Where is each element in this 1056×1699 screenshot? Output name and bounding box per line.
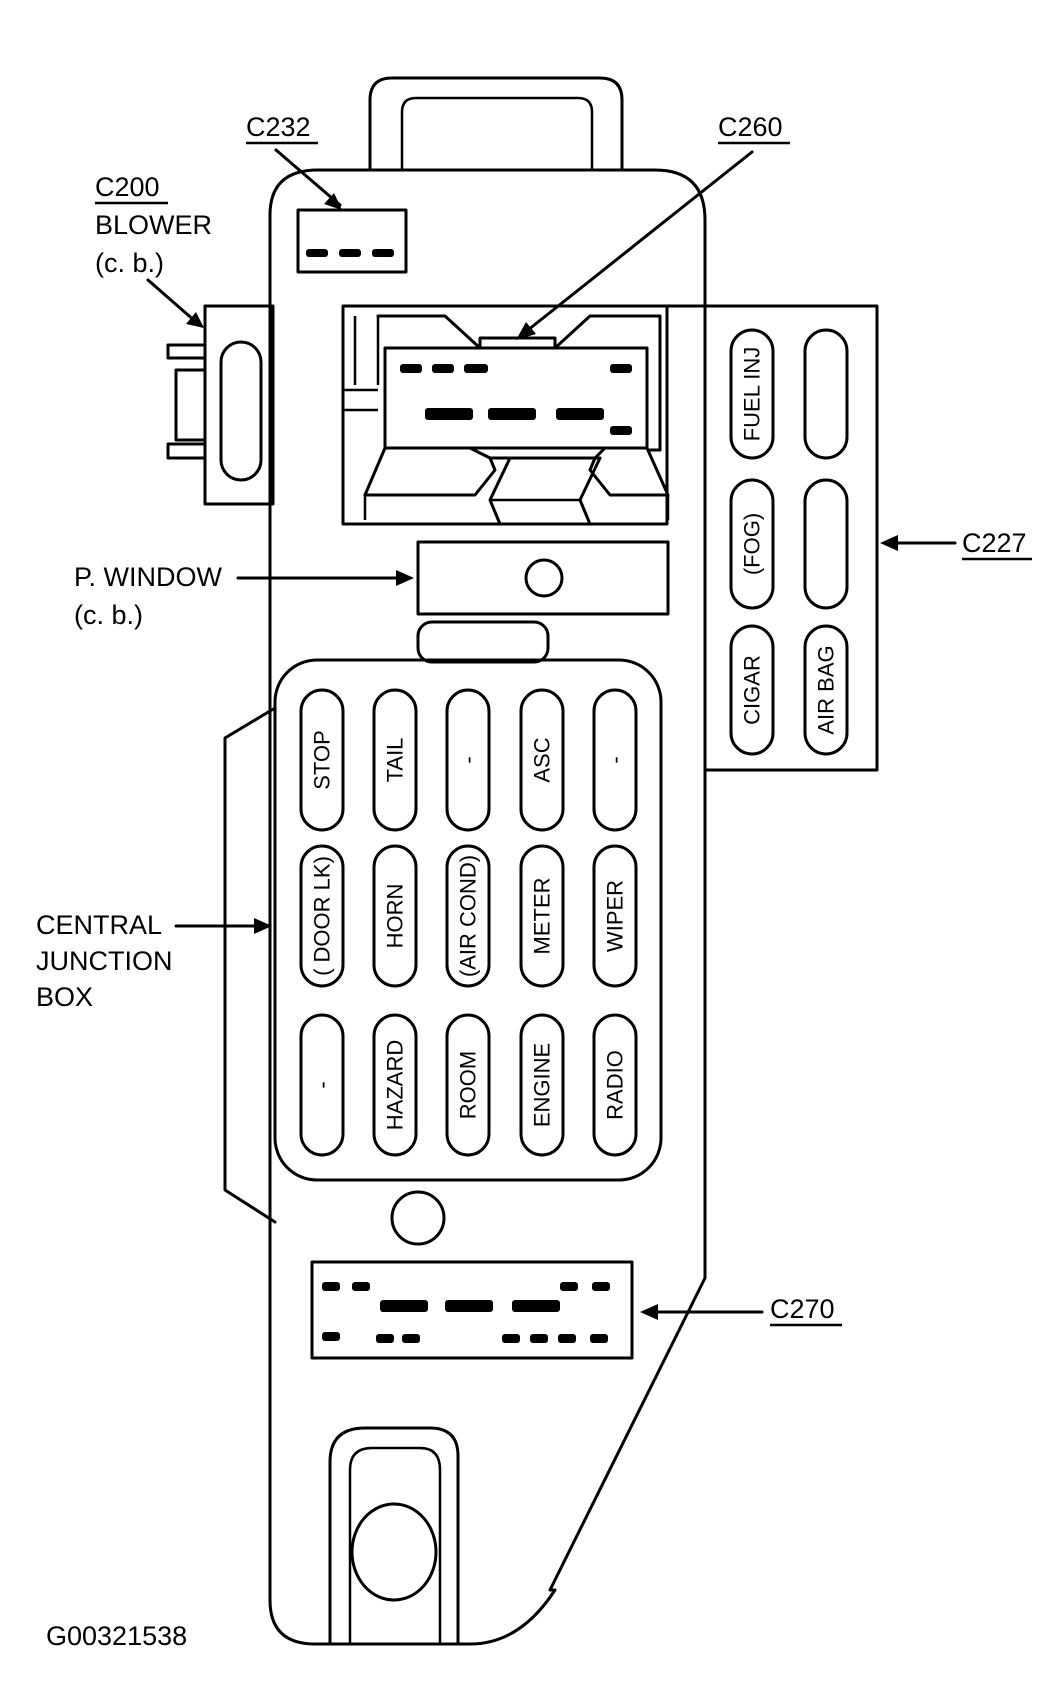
main-fuse-12-label: HAZARD [383, 1040, 408, 1130]
main-fuse-10: WIPER [592, 844, 638, 988]
side-fuse-5-label: CIGAR [740, 655, 765, 725]
main-fuse-15: RADIO [592, 1013, 638, 1157]
c270-connector [310, 1260, 634, 1360]
side-fuse-5: CIGAR [729, 624, 775, 756]
c260-relay-block [341, 304, 670, 526]
main-fuse-15-label: RADIO [603, 1050, 628, 1120]
bottom-mounting-tab [328, 1426, 460, 1646]
label-p-window-cb: (c. b.) [74, 600, 143, 630]
main-fuse-2-label: TAIL [383, 738, 408, 783]
figure-id: G00321538 [46, 1621, 187, 1651]
side-fuse-1: FUEL INJ [729, 328, 775, 460]
top-mounting-tab [368, 76, 624, 172]
central-fuse-panel: STOP TAIL - ASC - ( DOOR LK) HORN (AIR COND) MET… [223, 620, 663, 1224]
label-blower-cb: (c. b.) [95, 248, 164, 278]
callout-c270: C270 [640, 1294, 842, 1327]
main-fuse-14: ENGINE [519, 1013, 565, 1157]
label-central: CENTRAL [36, 910, 162, 940]
side-fuse-6: AIR BAG [803, 624, 849, 756]
main-fuse-5: - [592, 688, 638, 832]
label-c232: C232 [246, 112, 311, 142]
main-fuse-3: - [445, 688, 491, 832]
mounting-hole-middle [390, 1190, 446, 1246]
c232-connector [296, 208, 408, 274]
callout-c260: C260 [516, 112, 790, 340]
side-fuse-3-label: (FOG) [740, 513, 765, 575]
callout-c232: C232 [246, 112, 342, 210]
main-fuse-4-label: ASC [530, 737, 555, 782]
main-fuse-1: STOP [299, 688, 345, 832]
callout-central-junction-box: CENTRAL JUNCTION BOX [36, 910, 272, 1012]
main-fuse-10-label: WIPER [603, 880, 628, 952]
c200-blower-circuit-breaker [166, 304, 275, 506]
main-fuse-2: TAIL [372, 688, 418, 832]
main-fuse-13: ROOM [445, 1013, 491, 1157]
label-box: BOX [36, 982, 93, 1012]
main-fuse-12: HAZARD [372, 1013, 418, 1157]
side-fuse-3: (FOG) [729, 478, 775, 610]
callout-c227: C227 [880, 528, 1032, 561]
main-fuse-9-label: METER [530, 878, 555, 955]
main-fuse-11-label: - [310, 1081, 335, 1088]
side-fuse-2 [803, 328, 849, 460]
label-c200: C200 [95, 172, 160, 202]
main-fuse-3-label: - [456, 756, 481, 763]
main-fuse-11: - [299, 1013, 345, 1157]
callout-p-window: P. WINDOW (c. b.) [74, 562, 414, 630]
main-fuse-8-label: (AIR COND) [456, 855, 481, 977]
mounting-hole-bottom [350, 1502, 438, 1602]
main-fuse-1-label: STOP [310, 730, 335, 790]
main-fuse-7: HORN [372, 844, 418, 988]
p-window-circuit-breaker [416, 540, 670, 616]
main-fuse-13-label: ROOM [456, 1051, 481, 1119]
main-fuse-4: ASC [519, 688, 565, 832]
label-p-window: P. WINDOW [74, 562, 223, 592]
callout-c200-blower: C200 BLOWER (c. b.) [95, 172, 212, 328]
label-c260: C260 [718, 112, 783, 142]
label-blower: BLOWER [95, 210, 212, 240]
side-fuse-4 [803, 478, 849, 610]
c227-side-fuse-panel: FUEL INJ (FOG) CIGAR AIR BAG [665, 304, 879, 772]
side-fuse-6-label: AIR BAG [814, 645, 839, 734]
main-fuse-14-label: ENGINE [530, 1043, 555, 1127]
main-fuse-8: (AIR COND) [445, 844, 491, 988]
main-fuse-7-label: HORN [383, 884, 408, 949]
label-c227: C227 [962, 528, 1027, 558]
side-fuse-1-label: FUEL INJ [740, 347, 765, 442]
main-fuse-9: METER [519, 844, 565, 988]
label-c270: C270 [770, 1294, 835, 1324]
label-junction: JUNCTION [36, 946, 173, 976]
main-fuse-5-label: - [603, 756, 628, 763]
main-fuse-6-label: ( DOOR LK) [310, 856, 335, 976]
main-fuse-6: ( DOOR LK) [299, 844, 345, 988]
